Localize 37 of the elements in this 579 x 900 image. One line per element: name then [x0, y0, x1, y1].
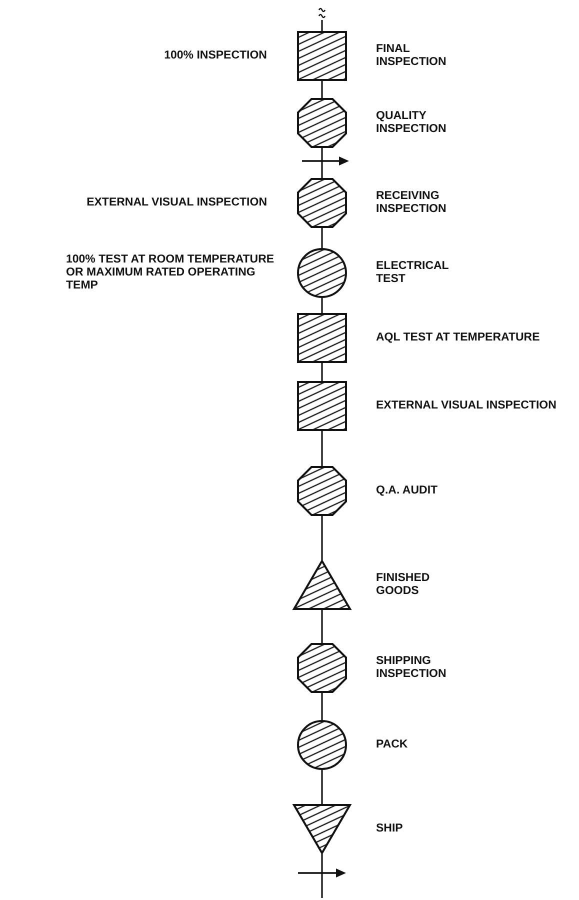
step-label: PACK [376, 738, 409, 752]
hatched-octagon-symbol [297, 98, 347, 148]
step-label: ELECTRICAL TEST [376, 260, 450, 286]
connector-line [321, 610, 323, 643]
connector-line [321, 81, 323, 98]
hatched-octagon-symbol [297, 466, 347, 516]
step-label: FINAL INSPECTION [376, 43, 448, 69]
connector-line [321, 298, 323, 313]
step-label: RECEIVING INSPECTION [376, 190, 448, 216]
step-label: EXTERNAL VISUAL INSPECTION [376, 400, 556, 412]
hatched-square-symbol [297, 381, 347, 431]
step-label: Q.A. AUDIT [376, 484, 439, 498]
hatched-triangle-symbol [293, 804, 351, 854]
step-label: QUALITY INSPECTION [376, 110, 448, 136]
step-label: SHIP [376, 822, 404, 836]
connector-line [321, 363, 323, 381]
connector-line [321, 854, 323, 898]
hatched-circle-symbol [297, 720, 347, 770]
hatched-square-symbol [297, 313, 347, 363]
connector-line [321, 228, 323, 248]
step-label: 100% TEST AT ROOM TEMPERATURE OR MAXIMUM RATED OPERATING TEMP [66, 254, 276, 292]
hatched-octagon-symbol [297, 643, 347, 693]
hatched-square-symbol [297, 31, 347, 81]
connector-line [321, 693, 323, 720]
step-label: AQL TEST AT TEMPERATURE [376, 332, 540, 344]
connector-line [321, 148, 323, 178]
connector-line [321, 516, 323, 560]
step-label: FINISHED GOODS [376, 572, 431, 598]
connector-line [321, 770, 323, 804]
step-label: EXTERNAL VISUAL INSPECTION [86, 196, 267, 210]
connector-line [321, 431, 323, 466]
hatched-circle-symbol [297, 248, 347, 298]
hatched-octagon-symbol [297, 178, 347, 228]
hatched-triangle-symbol [293, 560, 351, 610]
step-label: 100% INSPECTION [164, 50, 267, 62]
connector-line [321, 20, 323, 31]
step-label: SHIPPING INSPECTION [376, 655, 448, 681]
